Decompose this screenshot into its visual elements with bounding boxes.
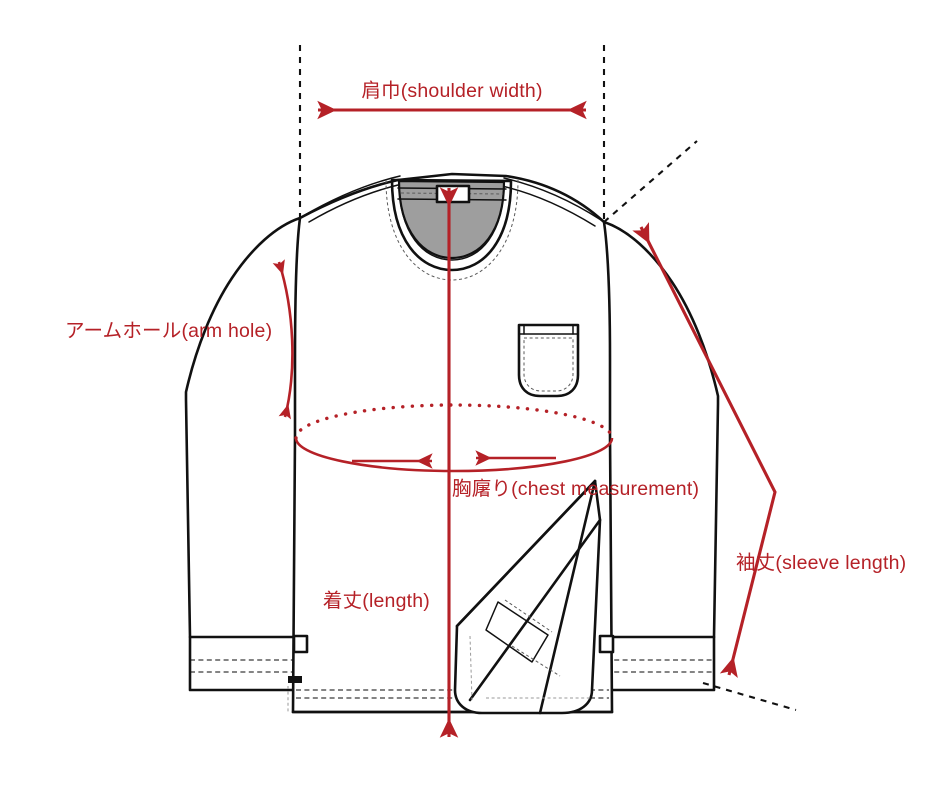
shoulder-seam-left-outer xyxy=(302,175,401,217)
flap-inner-stitch-b xyxy=(511,645,561,677)
shoulder-seam-right-inner xyxy=(501,185,596,227)
measure-length: 着丈(length) xyxy=(323,187,459,738)
chest-ellipse-back xyxy=(294,403,614,440)
sleeve-length-arrow xyxy=(632,222,777,678)
flap-diagonal-crease xyxy=(538,479,597,715)
shoulder-seam-right-outer xyxy=(503,177,602,221)
collar-stitch xyxy=(385,179,519,281)
armhole-tab-right xyxy=(598,634,615,654)
side-vent-tab-left xyxy=(288,676,302,683)
pocket-stitch xyxy=(523,337,574,392)
shoulder-width-label: 肩巾(shoulder width) xyxy=(361,80,542,102)
garment-illustration xyxy=(184,172,720,715)
chest-measurement-label: 胸廜り(chest measurement) xyxy=(452,478,699,500)
armhole-tab-left xyxy=(292,634,309,654)
chest-pocket xyxy=(517,323,580,398)
arm-hole-label: アームホール(arm hole) xyxy=(65,320,272,342)
flap-inner-panel xyxy=(485,601,549,663)
sleeve-length-label: 袖丈(sleeve length) xyxy=(736,552,906,574)
flap-edge-stitch xyxy=(469,635,473,701)
measure-shoulder-width: 肩巾(shoulder width) xyxy=(317,80,587,120)
length-label: 着丈(length) xyxy=(323,590,430,612)
flap-inner-stitch-a xyxy=(504,599,553,633)
measure-sleeve-length: 袖丈(sleeve length) xyxy=(632,222,906,678)
measure-arm-hole: アームホール(arm hole) xyxy=(65,259,294,420)
flap-fold-edge-upper xyxy=(455,479,597,628)
sleeve-guide-top xyxy=(603,140,698,223)
sleeve-guide-bottom xyxy=(702,681,797,712)
neck-label-tag xyxy=(435,184,471,204)
arm-hole-arrow xyxy=(272,259,294,420)
